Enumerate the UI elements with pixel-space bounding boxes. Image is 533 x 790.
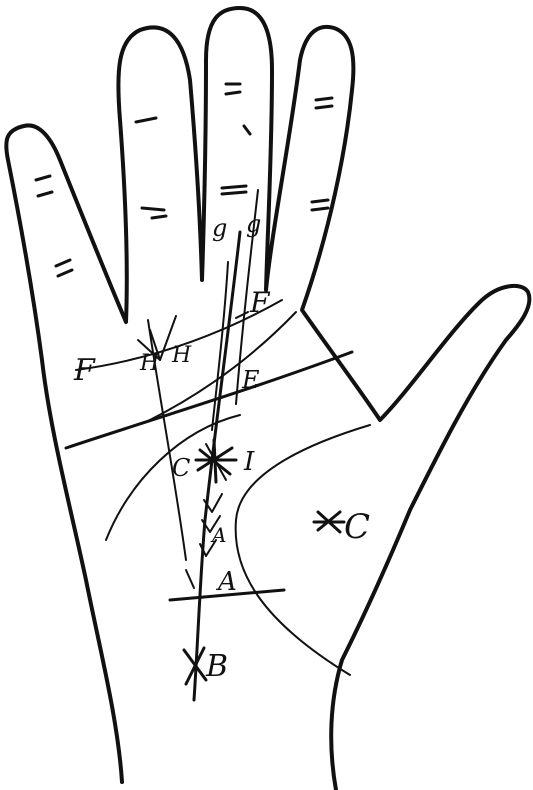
label-I: I (243, 447, 255, 477)
label-F-left: F (73, 353, 96, 388)
label-E: E (241, 366, 260, 394)
head-line (146, 312, 296, 422)
tick-F (236, 312, 248, 318)
fate-line-main (194, 232, 240, 700)
star-I (196, 440, 236, 482)
label-B: B (205, 649, 228, 684)
tick-A (186, 570, 194, 588)
label-g-2: g (246, 210, 261, 238)
hand-outline (6, 8, 529, 790)
star-C (314, 512, 344, 532)
label-C-left: C (172, 454, 190, 482)
phalanx-marks (36, 84, 332, 276)
label-A: A (216, 567, 237, 597)
thumb-mount-line (236, 425, 370, 675)
label-F-right: F (249, 286, 271, 319)
label-H-1: H (139, 351, 160, 376)
label-g-1: g (212, 214, 227, 242)
label-H-2: H (171, 343, 192, 368)
label-A-upper: A (210, 523, 226, 547)
label-C: C (344, 507, 370, 547)
heart-line (66, 352, 352, 448)
